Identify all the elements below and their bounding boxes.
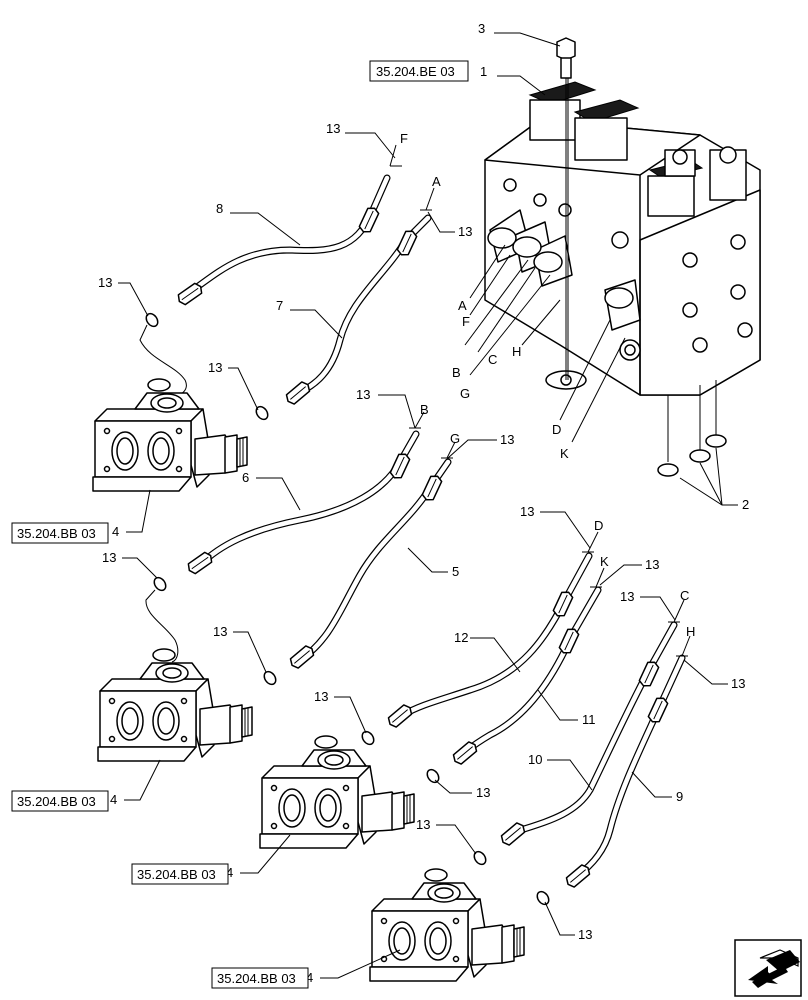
reference-link[interactable]: 35.204.BE 03 [369, 60, 469, 82]
port-letter-h: H [686, 624, 695, 639]
callout-4: 4 [306, 970, 313, 985]
valve-port-c: C [488, 352, 497, 367]
callout-5: 5 [452, 564, 459, 579]
port-letter-d: D [594, 518, 603, 533]
port-letters: F A B G D K C H A F B C G H D K [400, 131, 695, 639]
callout-11: 11 [582, 712, 596, 727]
pipe-o-rings [145, 312, 550, 906]
port-letter-g: G [450, 431, 460, 446]
callout-6: 6 [242, 470, 249, 485]
bolt [556, 37, 576, 380]
svg-text:35.204.BE 03: 35.204.BE 03 [376, 64, 455, 79]
port-letter-f: F [400, 131, 408, 146]
retaining-wires [139, 324, 187, 663]
callout-13: 13 [98, 275, 112, 290]
svg-text:35.204.BB 03: 35.204.BB 03 [217, 971, 296, 986]
control-valve-assembly [484, 81, 761, 396]
callout-13: 13 [458, 224, 472, 239]
valve-port-d: D [552, 422, 561, 437]
callout-13: 13 [520, 504, 534, 519]
callout-9: 9 [676, 789, 683, 804]
callout-13: 13 [620, 589, 634, 604]
callout-13: 13 [326, 121, 340, 136]
callout-13: 13 [213, 624, 227, 639]
reference-link[interactable]: 35.204.BB 03 [131, 863, 229, 885]
port-letter-k: K [600, 554, 609, 569]
port-letter-a: A [432, 174, 441, 189]
coupler-4 [369, 868, 525, 982]
reference-link[interactable]: 35.204.BB 03 [11, 790, 109, 812]
callout-numbers: 3 1 2 13 13 8 7 13 13 13 13 6 5 13 13 13… [98, 21, 749, 985]
callout-13: 13 [500, 432, 514, 447]
svg-text:35.204.BB 03: 35.204.BB 03 [17, 526, 96, 541]
valve-port-g: G [460, 386, 470, 401]
svg-text:35.204.BB 03: 35.204.BB 03 [137, 867, 216, 882]
callout-7: 7 [276, 298, 283, 313]
reference-boxes: 35.204.BE 03 35.204.BB 03 35.204.BB 03 3… [11, 60, 469, 989]
port-letter-b: B [420, 402, 429, 417]
reference-link[interactable]: 35.204.BB 03 [11, 522, 109, 544]
svg-text:35.204.BB 03: 35.204.BB 03 [17, 794, 96, 809]
valve-port-h: H [512, 344, 521, 359]
valve-port-k: K [560, 446, 569, 461]
callout-8: 8 [216, 201, 223, 216]
callout-4: 4 [110, 792, 117, 807]
callout-12: 12 [454, 630, 468, 645]
callout-2: 2 [742, 497, 749, 512]
leader-lines [118, 32, 738, 979]
callout-3: 3 [478, 21, 485, 36]
valve-port-f: F [462, 314, 470, 329]
callout-13: 13 [208, 360, 222, 375]
reference-link[interactable]: 35.204.BB 03 [211, 967, 309, 989]
callout-13: 13 [476, 785, 490, 800]
callout-13: 13 [102, 550, 116, 565]
callout-13: 13 [356, 387, 370, 402]
callout-13: 13 [416, 817, 430, 832]
callout-1: 1 [480, 64, 487, 79]
callout-13: 13 [645, 557, 659, 572]
port-letter-c: C [680, 588, 689, 603]
callout-4: 4 [226, 865, 233, 880]
callout-10: 10 [528, 752, 542, 767]
navigate-arrow-icon[interactable] [734, 939, 802, 997]
callout-13: 13 [731, 676, 745, 691]
valve-port-b: B [452, 365, 461, 380]
callout-13: 13 [578, 927, 592, 942]
coupler-2 [97, 648, 253, 762]
o-rings [657, 380, 727, 477]
callout-4: 4 [112, 524, 119, 539]
callout-13: 13 [314, 689, 328, 704]
valve-port-a: A [458, 298, 467, 313]
coupler-3 [259, 735, 415, 849]
coupler-1 [92, 378, 248, 492]
